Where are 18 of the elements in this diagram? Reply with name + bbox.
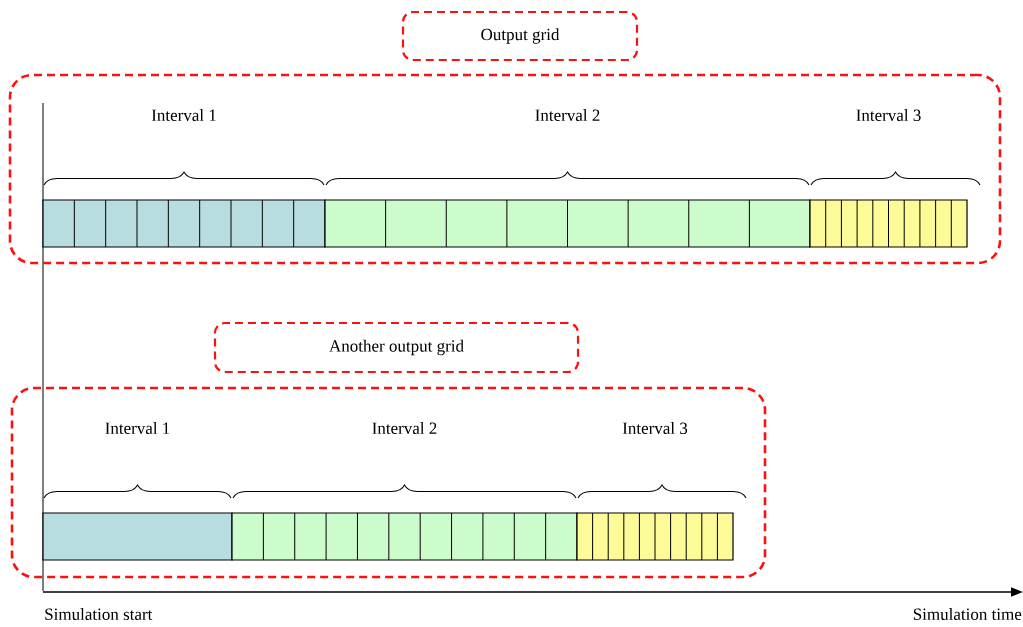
cell-bar bbox=[42, 199, 326, 248]
dashed-group-box bbox=[8, 73, 1002, 265]
dashed-group-box bbox=[10, 386, 767, 579]
interval-label: Interval 3 bbox=[856, 109, 921, 121]
interval-label: Interval 2 bbox=[535, 109, 600, 121]
interval-label: Interval 1 bbox=[151, 109, 216, 121]
grid-label-box: Output grid bbox=[401, 10, 639, 62]
interval-label: Interval 3 bbox=[622, 422, 688, 434]
cell-bar bbox=[576, 512, 734, 561]
cell-bar bbox=[231, 512, 578, 561]
cell-bar bbox=[42, 512, 233, 561]
grid-label-box: Another output grid bbox=[213, 321, 580, 374]
cell-bar bbox=[809, 199, 968, 248]
interval-label: Interval 2 bbox=[372, 422, 437, 434]
axis-label: Simulation time bbox=[913, 608, 1022, 620]
axis-label: Simulation start bbox=[45, 608, 153, 620]
cell-bar bbox=[324, 199, 811, 248]
interval-label: Interval 1 bbox=[105, 422, 170, 434]
